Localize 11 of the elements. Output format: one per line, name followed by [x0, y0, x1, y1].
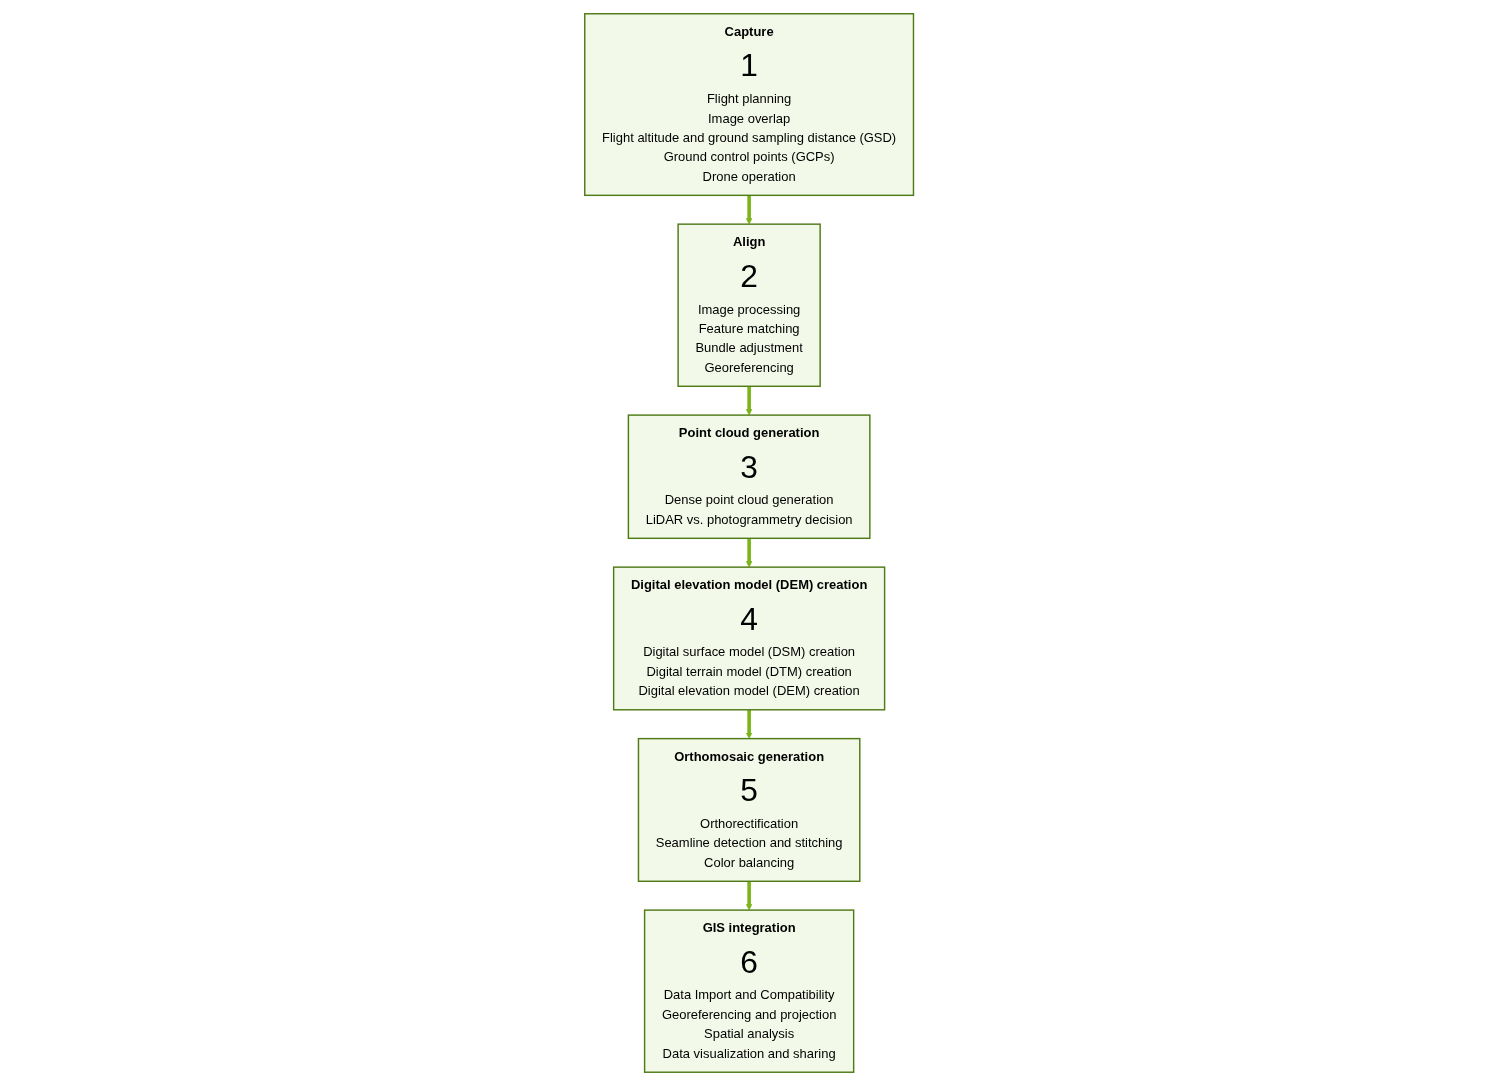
arrow [745, 881, 753, 911]
node-box: Align 2 Image processing Feature matching Bundle adjustment Georeferencing [677, 223, 821, 387]
node-box: GIS integration 6 Data Import and Compatibility Georeferencing and projection Spatial analysis Data visualization and sharing [643, 909, 855, 1073]
node-box: Orthomosaic generation 5 Orthorectification Seamline detection and stitching Color balancing [637, 737, 861, 882]
node-box: Digital elevation model (DEM) creation 4 Digital surface model (DSM) creation Digital terrain model (DTM) creation Digital elevation model (DEM) creation [612, 566, 886, 711]
node-box: Capture 1 Flight planning Image overlap Flight altitude and ground sampling distance (GSD) Ground control points (GCPs) Drone operation [583, 13, 915, 197]
node-box: Point cloud generation 3 Dense point cloud generation LiDAR vs. photogrammetry decision [627, 414, 871, 540]
arrow [745, 538, 753, 568]
arrow [745, 386, 753, 416]
arrow [745, 709, 753, 739]
arrow [745, 195, 753, 225]
